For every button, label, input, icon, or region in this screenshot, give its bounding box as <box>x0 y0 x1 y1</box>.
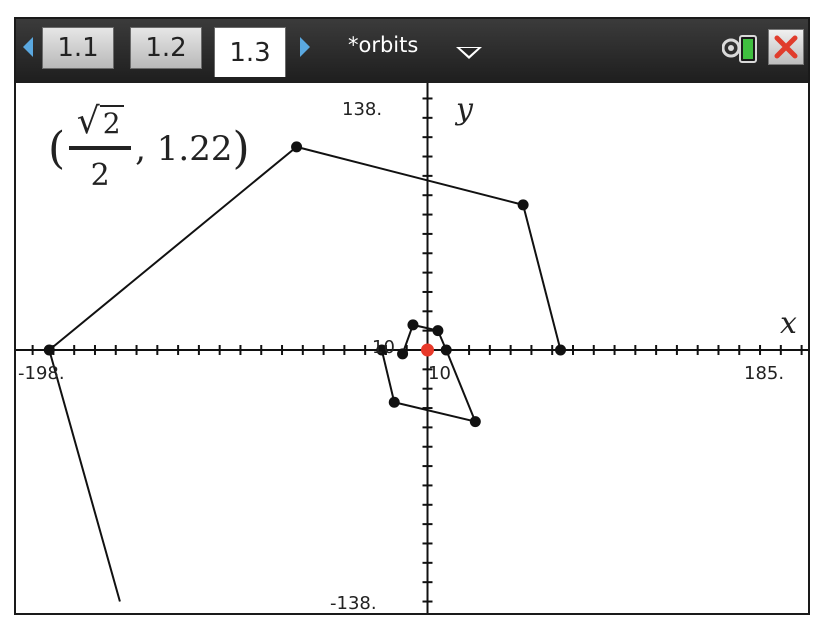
orbit-segment <box>445 349 477 422</box>
y-min-label[interactable]: -138. <box>330 593 377 614</box>
orbit-segment <box>380 349 396 403</box>
close-paren: ) <box>232 123 250 174</box>
y-max-label[interactable]: 138. <box>342 99 382 120</box>
fraction: √ 2 2 <box>69 100 132 194</box>
orbit-point[interactable] <box>517 199 529 211</box>
x-max-label[interactable]: 185. <box>744 363 784 384</box>
x-axis-label: x <box>780 306 797 341</box>
arrow-left-icon[interactable] <box>23 37 33 57</box>
document-title[interactable]: *orbits <box>348 33 419 57</box>
second-coordinate: , 1.22 <box>135 129 233 169</box>
orbit-point[interactable] <box>43 344 55 356</box>
x-min-label[interactable]: -198. <box>18 363 65 384</box>
battery-icon <box>722 35 757 63</box>
orbit-segment <box>522 204 562 351</box>
arrow-right-icon[interactable] <box>300 37 310 57</box>
title-bar: 1.1 1.2 1.3 *orbits <box>16 19 808 83</box>
dropdown-icon[interactable] <box>456 47 482 59</box>
tab-1-2[interactable]: 1.2 <box>130 27 202 69</box>
calculator-window: 1.1 1.2 1.3 *orbits y x -198. 185. 138. … <box>14 17 810 615</box>
orbit-segment <box>296 145 524 206</box>
orbit-point[interactable] <box>291 141 303 153</box>
orbit-point[interactable] <box>376 344 388 356</box>
axes <box>16 83 808 613</box>
sqrt-icon: √ <box>76 100 100 142</box>
orbit-point[interactable] <box>432 325 444 337</box>
orbit-point[interactable] <box>407 319 419 331</box>
orbit-point[interactable] <box>440 344 452 356</box>
fraction-bar <box>69 146 132 151</box>
orbit-point[interactable] <box>469 416 481 428</box>
y-tick-label: 10 <box>372 337 395 358</box>
x-tick-label: 10 <box>428 363 451 384</box>
open-paren: ( <box>48 123 66 174</box>
orbit-segment <box>394 401 476 423</box>
denominator: 2 <box>90 158 110 194</box>
numerator: √ 2 <box>73 100 128 147</box>
orbit-point[interactable] <box>555 344 567 356</box>
orbit-point[interactable] <box>388 396 400 408</box>
orbit-segment <box>48 146 298 351</box>
highlight-point[interactable] <box>421 343 435 357</box>
close-button[interactable] <box>768 29 804 65</box>
orbit-point[interactable] <box>397 348 409 360</box>
graph-area[interactable]: y x -198. 185. 138. -138. 10 10 <box>16 83 810 615</box>
y-axis-label: y <box>454 92 474 127</box>
orbit-segment <box>48 349 121 602</box>
sqrt-argument: 2 <box>99 104 124 141</box>
tab-1-1[interactable]: 1.1 <box>42 27 114 69</box>
close-icon <box>774 35 798 59</box>
point-coordinates-label[interactable]: ( √ 2 2 , 1.22 ) <box>48 99 268 199</box>
tab-1-3[interactable]: 1.3 <box>214 27 286 77</box>
